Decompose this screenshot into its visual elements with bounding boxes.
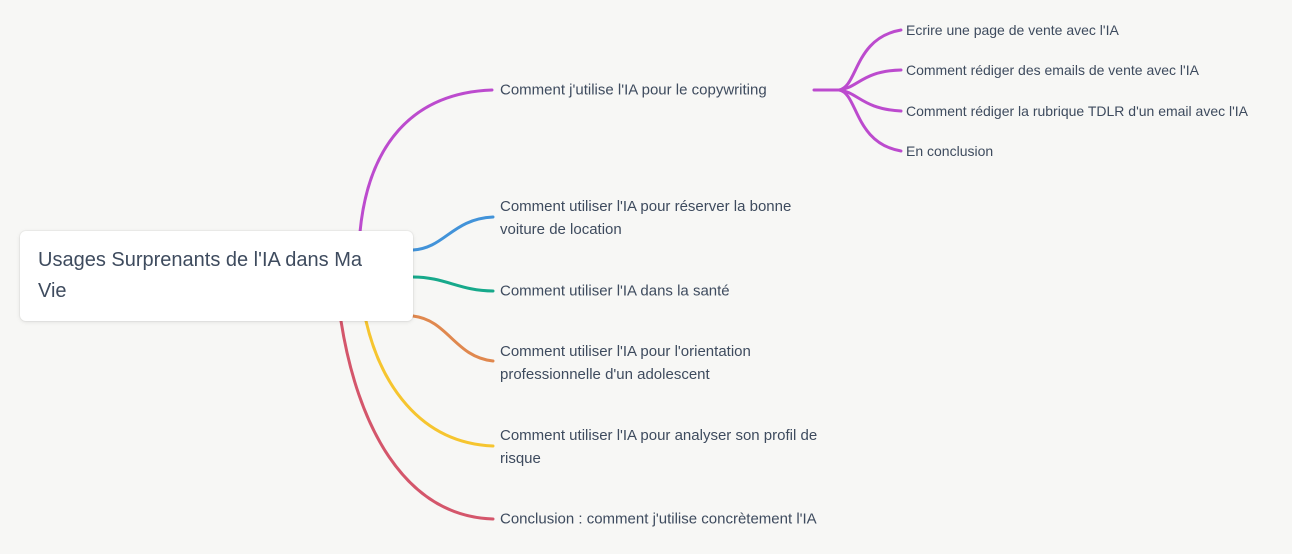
branch-connector-orientation bbox=[411, 314, 495, 363]
child-node-en-conclusion[interactable]: En conclusion bbox=[906, 143, 994, 159]
child-node-rubrique-tdlr[interactable]: Comment rédiger la rubrique TDLR d'un em… bbox=[906, 103, 1249, 119]
branch-connector-voiture bbox=[411, 215, 495, 252]
child-node-page-de-vente[interactable]: Ecrire une page de vente avec l'IA bbox=[906, 22, 1119, 38]
branch-connector-conclusion bbox=[339, 319, 495, 521]
branch-connector-copywriting bbox=[358, 28, 903, 234]
branch-node-copywriting[interactable]: Comment j'utilise l'IA pour le copywriti… bbox=[500, 81, 767, 99]
child-node-emails-de-vente[interactable]: Comment rédiger des emails de vente avec… bbox=[906, 62, 1199, 78]
root-node-label: Usages Surprenants de l'IA dans Ma Vie bbox=[38, 249, 363, 302]
branch-node-orientation[interactable]: Comment utiliser l'IA pour l'orientation… bbox=[500, 343, 751, 383]
branch-connector-risque bbox=[364, 319, 495, 448]
branch-node-conclusion[interactable]: Conclusion : comment j'utilise concrètem… bbox=[500, 510, 817, 528]
branch-node-profil-risque[interactable]: Comment utiliser l'IA pour analyser son … bbox=[500, 427, 818, 467]
branch-connector-sante bbox=[411, 275, 495, 293]
branch-node-voiture-location[interactable]: Comment utiliser l'IA pour réserver la b… bbox=[500, 198, 792, 238]
branch-node-sante[interactable]: Comment utiliser l'IA dans la santé bbox=[500, 282, 730, 300]
root-node[interactable]: Usages Surprenants de l'IA dans Ma Vie bbox=[20, 231, 413, 321]
